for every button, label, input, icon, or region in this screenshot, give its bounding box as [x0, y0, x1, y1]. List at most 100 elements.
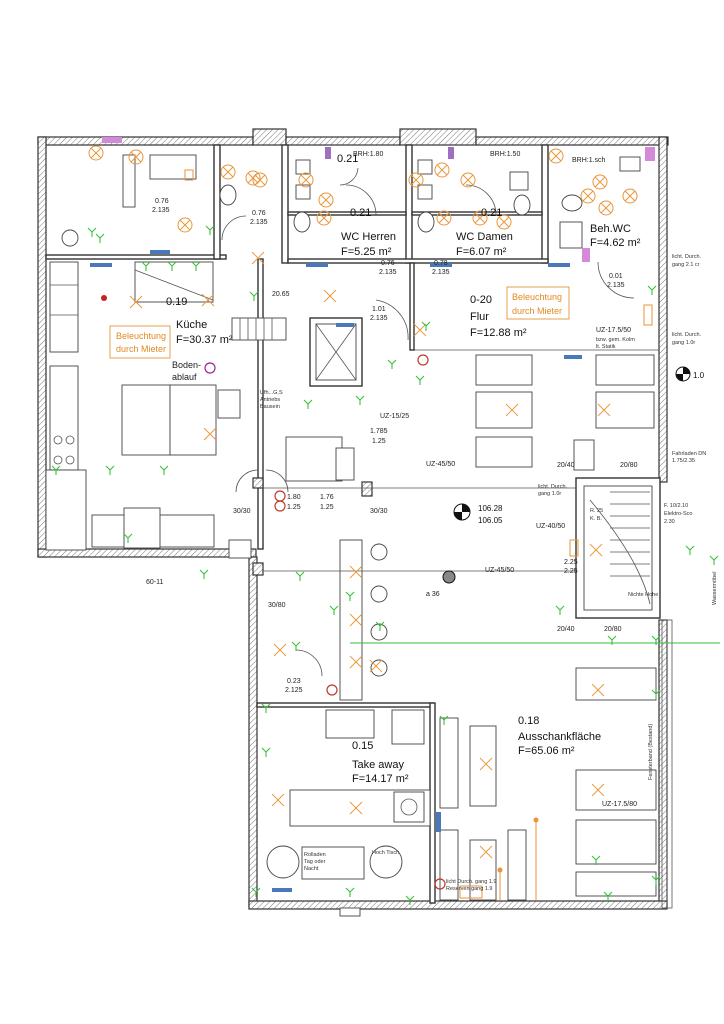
lamp-icon	[316, 210, 332, 226]
socket-icon	[87, 227, 97, 237]
kueche-number: 0.19	[166, 296, 187, 308]
kueche-name: Küche	[176, 319, 207, 331]
ceiling-light-icon	[273, 643, 287, 657]
lbl-ld1-b: gang 2.1 cr	[672, 262, 700, 268]
dim-d6-a: 1.01	[372, 306, 386, 313]
lamp-icon	[598, 200, 614, 216]
socket-icon	[387, 359, 397, 369]
flur-name: Flur	[470, 311, 489, 323]
lbl-tisch-c: Nacht	[304, 866, 319, 872]
socket-icon	[199, 569, 209, 579]
ceiling-light-icon	[323, 289, 337, 303]
note-flur-2: durch Mieter	[512, 306, 562, 316]
dim-d2-b: 2.135	[250, 219, 268, 226]
ceiling-light-icon	[201, 293, 215, 307]
socket-icon	[303, 399, 313, 409]
dim-3030b: 30/30	[370, 508, 388, 515]
lamp-icon	[434, 162, 450, 178]
stairs	[589, 491, 651, 605]
socket-icon	[105, 465, 115, 475]
lbl-nichte: Nichte Hohe	[628, 592, 658, 598]
level-top: 106.28	[478, 504, 503, 513]
socket-icon	[205, 225, 215, 235]
notes: Beleuchtung durch Mieter Beleuchtung dur…	[109, 286, 570, 382]
note-boden-1: Boden-	[172, 360, 201, 370]
socket-icon	[375, 621, 385, 631]
take-away-name: Take away	[352, 759, 404, 771]
socket-icon	[167, 261, 177, 271]
take-away-number: 0.15	[352, 740, 373, 752]
socket-icon	[603, 891, 613, 901]
dim-d5-a: 0.78	[434, 260, 448, 267]
socket-icon	[355, 395, 365, 405]
note-boden-2: ablauf	[172, 372, 197, 382]
dim-2065: 20.65	[272, 291, 290, 298]
dim-d2-a: 0.76	[252, 210, 266, 217]
lbl-lb-b: Reserven gang 1.9	[446, 886, 492, 892]
lbl-fahr-b: 1.75/2.35	[672, 458, 695, 464]
socket-icon	[345, 887, 355, 897]
dim-d6-b: 2.135	[370, 315, 388, 322]
flur-area: F=12.88 m²	[470, 327, 527, 339]
lbl-ld1-a: licht. Durch.	[672, 254, 702, 260]
lamp-icon	[592, 174, 608, 190]
lamp-icon	[496, 214, 512, 230]
dim-d10-a: 1.80	[287, 494, 301, 501]
dim-uz17b: UZ-17.5/80	[602, 801, 637, 808]
dim-d11-a: 0.23	[287, 678, 301, 685]
lbl-tisch-a: Rolladen	[304, 852, 326, 858]
ausschank-name: Ausschankfläche	[518, 731, 601, 743]
ausschank-number: 0.18	[518, 715, 539, 727]
lamp-icon	[580, 188, 596, 204]
small-labels: licht. Durch. gang 2.1 cr licht. Durch. …	[260, 254, 718, 892]
ceiling-light-icon	[349, 613, 363, 627]
note-kueche-1: Beleuchtung	[116, 331, 166, 341]
lbl-ld3-a: licht. Durch.	[538, 484, 568, 490]
dim-d1-a: 0.76	[155, 198, 169, 205]
lbl-ld2-a: licht. Durch.	[672, 332, 702, 338]
ceiling-light-icon	[479, 845, 493, 859]
lbl-auf-c: Bausein	[260, 404, 280, 410]
ceiling-light-icon	[591, 783, 605, 797]
dim-d8-b: 1.25	[372, 438, 386, 445]
lamp-icon	[88, 145, 104, 161]
socket-icon	[51, 465, 61, 475]
socket-icon	[647, 285, 657, 295]
lbl-fensterband: Fensterband (Bestand)	[648, 724, 654, 780]
ceiling-light-icon	[129, 295, 143, 309]
wc-damen-area: F=6.07 m²	[456, 246, 507, 258]
lamp-icon	[436, 210, 452, 226]
ceiling-light-icon	[271, 793, 285, 807]
ausschank-area: F=65.06 m²	[518, 745, 575, 757]
dim-d9-a: 1.76	[320, 494, 334, 501]
lbl-uzbzw-b: lt. Statik	[596, 344, 616, 350]
dim-a36: a 36	[426, 591, 440, 598]
lamp-icon	[298, 172, 314, 188]
lbl-auf-a: Ufh...G.S	[260, 390, 283, 396]
dim-2040b: 20/40	[557, 626, 575, 633]
wc-herren-name: WC Herren	[341, 231, 396, 243]
ceiling-light-icon	[413, 323, 427, 337]
ceiling-light-icon	[479, 757, 493, 771]
level-right: 1.0	[693, 371, 705, 380]
dim-d7-a: 0.01	[609, 273, 623, 280]
socket-icon	[415, 375, 425, 385]
socket-icon	[261, 747, 271, 757]
socket-icon	[651, 689, 661, 699]
color-markers	[90, 137, 655, 892]
dim-d10-b: 1.25	[287, 504, 301, 511]
lbl-el-c: 2.30	[664, 519, 675, 525]
socket-icon	[685, 545, 695, 555]
dim-3080: 30/80	[268, 602, 286, 609]
note-flur-1: Beleuchtung	[512, 292, 562, 302]
lamp-icon	[472, 210, 488, 226]
lbl-fahr-a: Fahrladen DN	[672, 451, 706, 457]
dim-brh-3: BRH:1.sch	[572, 157, 606, 164]
ceiling-light-icon	[597, 403, 611, 417]
socket-icon	[405, 895, 415, 905]
ceiling-light-icon	[349, 565, 363, 579]
beh-wc-name: Beh.WC	[590, 223, 631, 235]
lamp-icon	[318, 192, 334, 208]
lbl-hoch-tisch: Hoch Tisch	[372, 850, 399, 856]
